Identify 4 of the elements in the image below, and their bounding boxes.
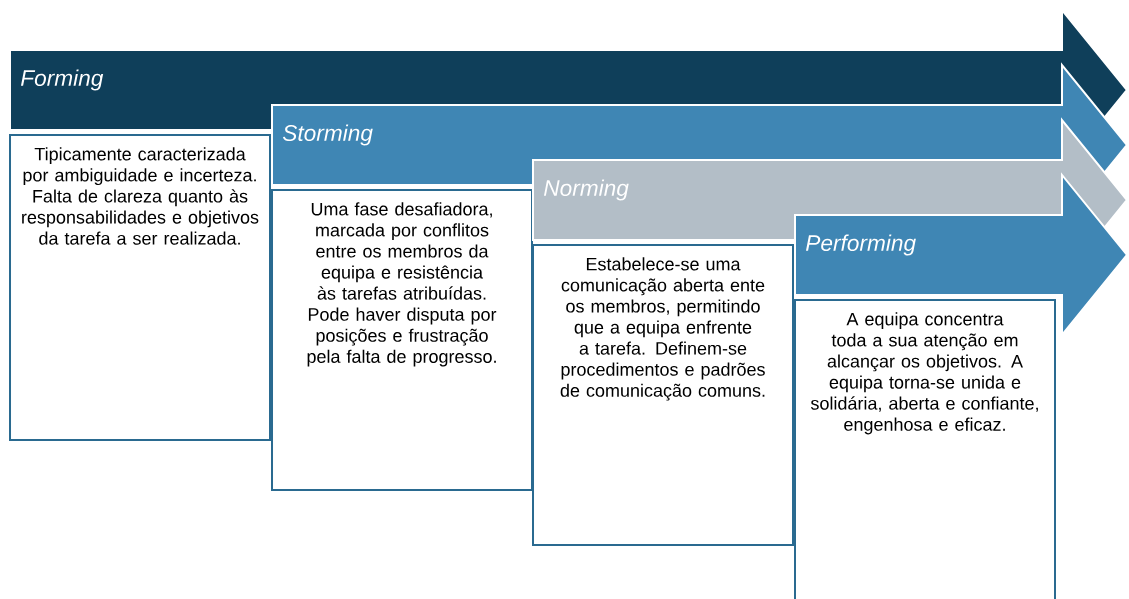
description-box: A equipa concentra toda a sua atenção em alcançar os objetivos. A equipa torna-se unida e solidária, aberta e confiante, engenhosa e eficaz. bbox=[794, 299, 1056, 599]
description-box: Estabelece-se uma comunicação aberta ente os membros, permitindo que a equipa enfrente a tarefa. Definem-se procedimentos e padrões de comunicação comuns. bbox=[532, 244, 794, 546]
description-box: Uma fase desafiadora, marcada por conflitos entre os membros da equipa e resistência às tarefas atribuídas. Pode haver disputa por posições e frustração pela falta de progresso. bbox=[271, 189, 533, 491]
description-box: Tipicamente caracterizada por ambiguidade e incerteza. Falta de clareza quanto às responsabilidades e objetivos da tarefa a ser realizada. bbox=[9, 134, 271, 441]
